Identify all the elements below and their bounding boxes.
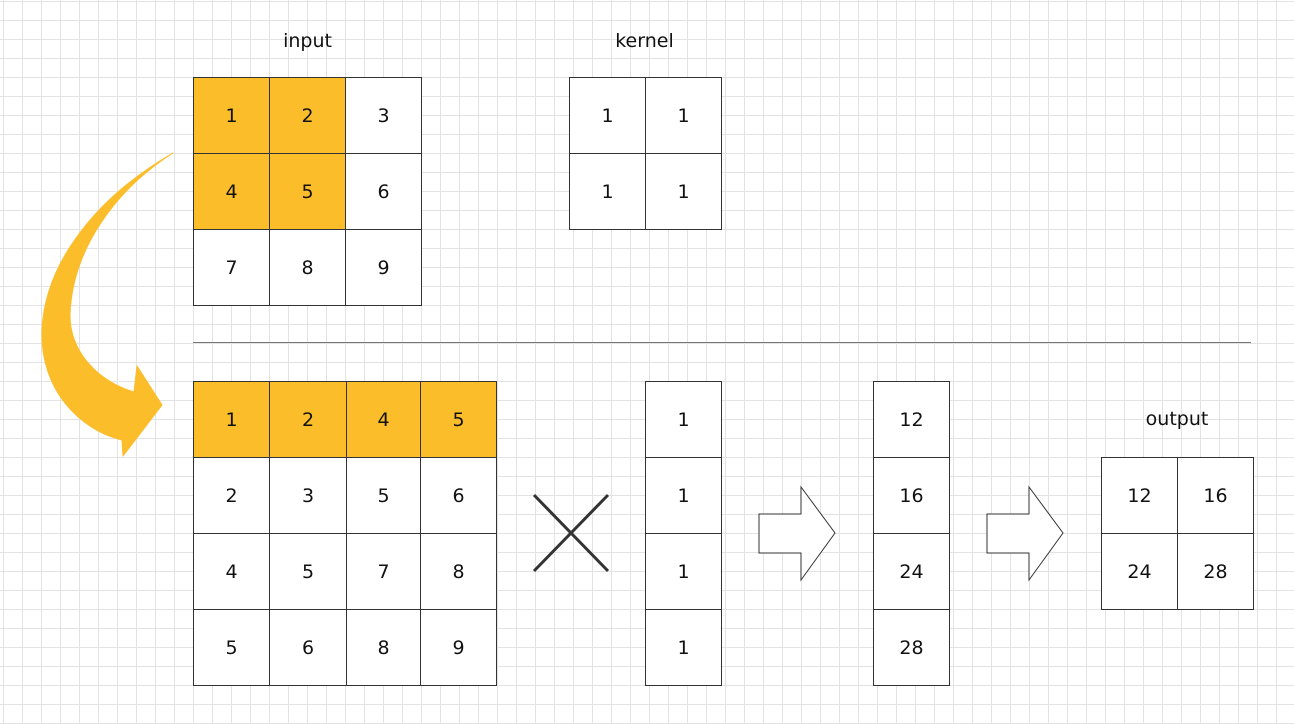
- output-cell: 24: [1101, 533, 1178, 610]
- input-title: input: [283, 30, 332, 52]
- section-divider: [193, 342, 1251, 343]
- multiply-icon: [532, 493, 610, 573]
- result-vector-cell: 24: [873, 533, 950, 610]
- result-vector-cell: 28: [873, 609, 950, 686]
- kernel-vector-cell: 1: [645, 457, 722, 534]
- input-cell: 7: [193, 229, 270, 306]
- kernel-cell: 1: [645, 77, 722, 154]
- output-cell: 16: [1177, 457, 1254, 534]
- result-vector-cell: 12: [873, 381, 950, 458]
- input-cell: 5: [269, 153, 346, 230]
- output-title: output: [1145, 408, 1209, 430]
- unrolled-cell: 5: [193, 609, 270, 686]
- right-arrow-icon: [986, 485, 1064, 582]
- output-cell: 12: [1101, 457, 1178, 534]
- kernel-cell: 1: [645, 153, 722, 230]
- curved-arrow-icon: [41, 152, 174, 457]
- unrolled-cell: 9: [420, 609, 497, 686]
- unrolled-cell: 2: [269, 381, 347, 458]
- input-cell: 2: [269, 77, 346, 154]
- input-cell: 9: [345, 229, 422, 306]
- unrolled-cell: 6: [269, 609, 347, 686]
- unrolled-cell: 3: [269, 457, 347, 534]
- input-cell: 4: [193, 153, 270, 230]
- unrolled-cell: 4: [193, 533, 270, 610]
- unrolled-cell: 4: [346, 381, 421, 458]
- unrolled-cell: 5: [420, 381, 497, 458]
- input-cell: 3: [345, 77, 422, 154]
- unrolled-cell: 1: [193, 381, 270, 458]
- kernel-vector-cell: 1: [645, 609, 722, 686]
- kernel-title: kernel: [615, 30, 674, 52]
- output-cell: 28: [1177, 533, 1254, 610]
- input-cell: 1: [193, 77, 270, 154]
- kernel-cell: 1: [569, 77, 646, 154]
- right-arrow-icon: [758, 485, 836, 582]
